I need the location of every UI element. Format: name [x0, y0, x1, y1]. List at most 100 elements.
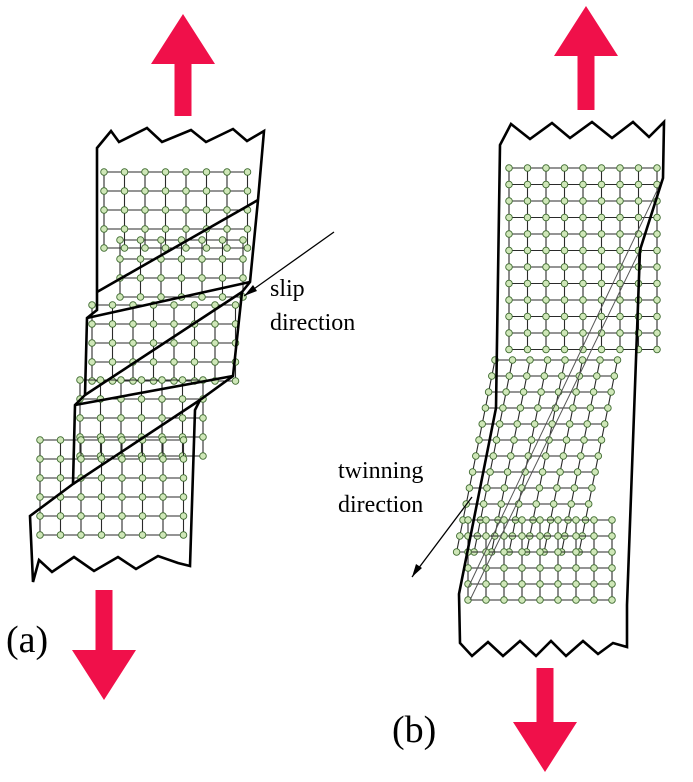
atom	[479, 500, 488, 508]
atom	[100, 225, 108, 233]
atom	[77, 436, 85, 444]
atom	[616, 197, 624, 205]
atom	[577, 452, 585, 460]
atom	[597, 197, 606, 205]
atom	[199, 452, 207, 460]
slip-block-1-atoms	[100, 168, 252, 252]
slip-pointer-arrowhead	[244, 285, 257, 296]
atom	[36, 512, 44, 520]
atom	[478, 420, 486, 428]
atom	[610, 372, 619, 380]
atom	[199, 414, 207, 422]
atom	[510, 436, 518, 444]
atom	[178, 414, 187, 422]
atom	[159, 436, 167, 444]
atom	[96, 414, 105, 422]
atom	[120, 225, 129, 233]
atom	[579, 180, 587, 189]
atom	[129, 320, 137, 328]
atom	[159, 455, 167, 463]
atom	[653, 246, 661, 255]
atom	[56, 512, 65, 520]
atom	[137, 414, 146, 422]
slip-pointer-line	[243, 231, 335, 297]
atom	[579, 296, 587, 304]
atom	[536, 516, 544, 524]
atom	[505, 263, 513, 271]
atom	[616, 213, 624, 222]
atom	[530, 420, 539, 428]
atom	[211, 339, 219, 347]
atom	[653, 329, 661, 337]
atom	[116, 236, 124, 244]
atom	[507, 452, 515, 460]
atom	[159, 531, 167, 539]
atom	[616, 246, 624, 255]
atom	[211, 320, 219, 328]
atom	[136, 236, 145, 244]
atom	[518, 580, 526, 588]
tension-arrow-b-up	[554, 6, 618, 110]
atom	[488, 372, 496, 380]
atom	[594, 452, 603, 460]
atom	[596, 356, 604, 364]
atom	[116, 293, 124, 301]
atom	[653, 296, 661, 304]
slip-block-2-atoms	[116, 236, 247, 301]
atom	[505, 246, 513, 255]
atom	[97, 512, 106, 520]
atom	[36, 474, 44, 482]
atom	[560, 164, 569, 172]
atom	[505, 164, 513, 172]
atom	[523, 180, 532, 189]
atom	[597, 213, 606, 222]
atom	[608, 548, 616, 556]
atom	[523, 279, 532, 288]
atom	[560, 246, 569, 255]
atom	[182, 206, 190, 214]
atom	[170, 339, 178, 347]
atom	[178, 395, 187, 403]
tension-arrow-a-up	[151, 14, 215, 116]
atom	[502, 388, 510, 396]
atom	[505, 345, 513, 354]
atom	[536, 548, 544, 556]
atom	[179, 436, 188, 444]
atom	[138, 474, 147, 482]
atom	[597, 246, 606, 255]
atom	[231, 377, 240, 385]
atom	[523, 263, 532, 271]
atom	[588, 484, 596, 492]
atom	[223, 187, 231, 195]
atom	[158, 395, 166, 403]
atom	[616, 345, 624, 354]
atom	[556, 468, 564, 476]
atom	[505, 180, 513, 189]
atom	[179, 455, 188, 463]
atom	[137, 395, 146, 403]
atom	[542, 329, 550, 337]
atom	[223, 244, 231, 252]
atom	[560, 312, 569, 321]
atom	[561, 356, 569, 364]
atom	[503, 468, 512, 476]
atom	[231, 301, 240, 309]
atom	[149, 377, 158, 385]
atom	[579, 246, 587, 255]
atom	[500, 564, 508, 572]
atom	[572, 548, 580, 556]
atom	[538, 468, 547, 476]
atom	[518, 516, 526, 524]
atom	[505, 329, 513, 337]
atom	[202, 187, 211, 195]
atom	[179, 474, 188, 482]
slip-plane-4	[74, 374, 234, 407]
atom	[597, 279, 606, 288]
atom	[505, 279, 513, 288]
atom	[505, 230, 513, 238]
atom	[597, 312, 606, 321]
atom	[159, 474, 167, 482]
atom	[178, 376, 187, 384]
atom	[100, 206, 108, 214]
atom	[559, 452, 568, 460]
